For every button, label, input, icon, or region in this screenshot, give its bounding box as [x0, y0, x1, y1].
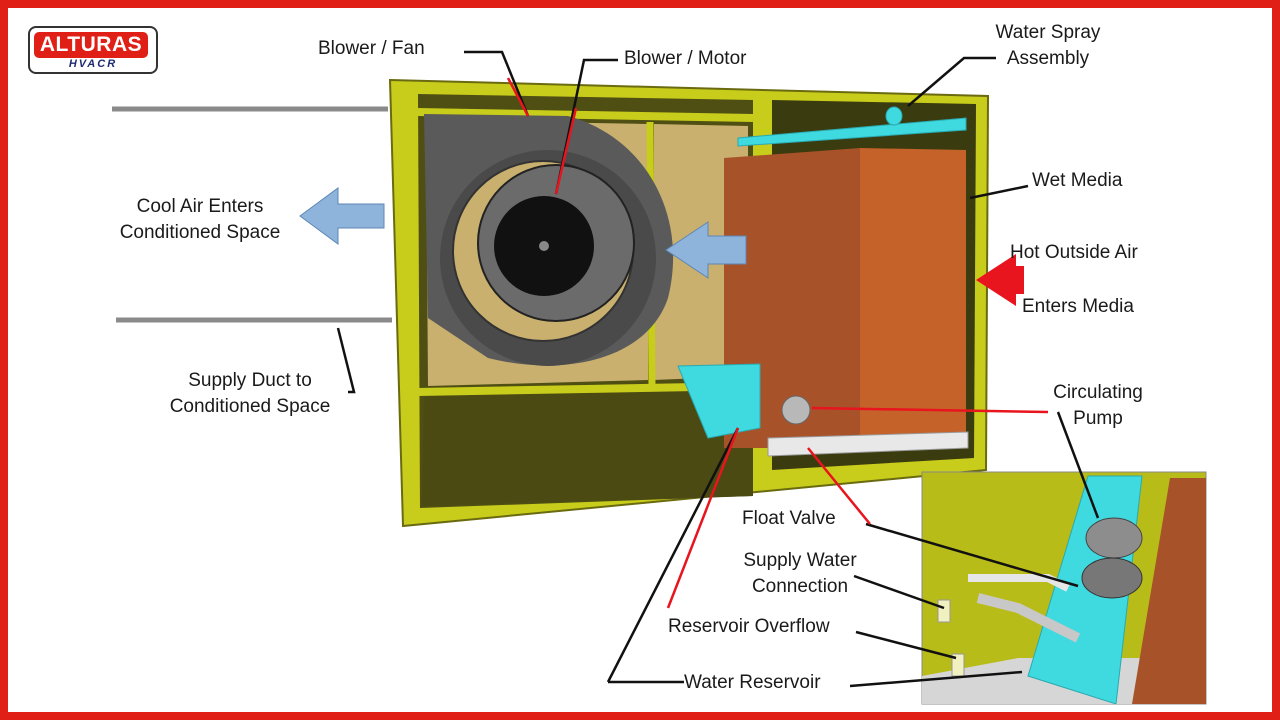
label-cool-air-2: Conditioned Space	[119, 222, 281, 243]
leader-reservoir-up	[606, 427, 740, 683]
leader-blower-fan-red	[506, 77, 530, 117]
label-supply-water-1: Supply Water	[743, 550, 857, 571]
label-water-spray-1: Water Spray	[995, 22, 1101, 43]
logo-sub: HVACR	[68, 58, 118, 70]
cool-air-arrow	[299, 187, 385, 245]
label-overflow: Reservoir Overflow	[668, 616, 830, 637]
leader-overflow	[855, 630, 957, 660]
alturas-logo: ALTURAS HVACR	[28, 26, 158, 74]
label-blower-fan: Blower / Fan	[318, 38, 425, 59]
hot-air-arrow	[976, 254, 1024, 306]
inset-pump-base	[1081, 557, 1143, 599]
label-supply-duct-2: Conditioned Space	[169, 396, 331, 417]
label-reservoir: Water Reservoir	[684, 672, 821, 693]
label-supply-water-2: Connection	[751, 576, 849, 597]
label-float-valve: Float Valve	[742, 508, 836, 529]
leader-supply-duct	[336, 327, 356, 394]
cooler-illustration	[112, 50, 1207, 705]
pump-body	[781, 395, 811, 425]
logo-brand: ALTURAS	[34, 32, 148, 58]
leader-blower-fan	[464, 50, 530, 117]
leader-pump-red	[811, 406, 1049, 414]
label-wet-media: Wet Media	[1032, 170, 1123, 191]
water-reservoir-tray	[677, 363, 761, 439]
inset-supply-fitting	[937, 599, 951, 623]
label-blower-motor: Blower / Motor	[624, 48, 747, 69]
spray-pipe	[737, 117, 967, 147]
blower-top-rail	[417, 108, 754, 122]
label-pump-2: Pump	[1073, 408, 1123, 429]
leader-reservoir-right	[849, 670, 1023, 688]
inset-pump	[1085, 517, 1143, 559]
leader-supply-water	[853, 574, 945, 610]
leader-reservoir-red	[666, 427, 740, 609]
label-supply-duct-1: Supply Duct to	[188, 370, 312, 391]
reservoir-base	[767, 431, 969, 457]
leader-float-valve	[865, 522, 1079, 588]
leader-wet-media	[969, 184, 1029, 200]
label-water-spray-2: Assembly	[1006, 48, 1090, 69]
label-hot-air-2: Enters Media	[1022, 296, 1134, 317]
leader-float-red	[807, 447, 871, 525]
leader-water-spray	[907, 56, 996, 107]
label-hot-air-1: Hot Outside Air	[1010, 242, 1138, 263]
leader-pump-inset	[1056, 411, 1100, 519]
wet-media-pad	[860, 148, 966, 444]
inset-media	[1132, 478, 1206, 704]
inner-air-arrow	[665, 221, 747, 279]
fan-shaft	[539, 241, 549, 251]
inset-supply-pipe	[976, 593, 1081, 643]
leader-blower-motor-red	[554, 107, 578, 195]
blower-floor	[422, 388, 753, 506]
label-pump-1: Circulating	[1053, 382, 1143, 403]
diagram-canvas: ALTURAS HVACR Blower / Fan Blower / Moto…	[8, 8, 1272, 712]
spray-fitting	[885, 106, 903, 126]
label-cool-air-1: Cool Air Enters	[136, 196, 264, 217]
